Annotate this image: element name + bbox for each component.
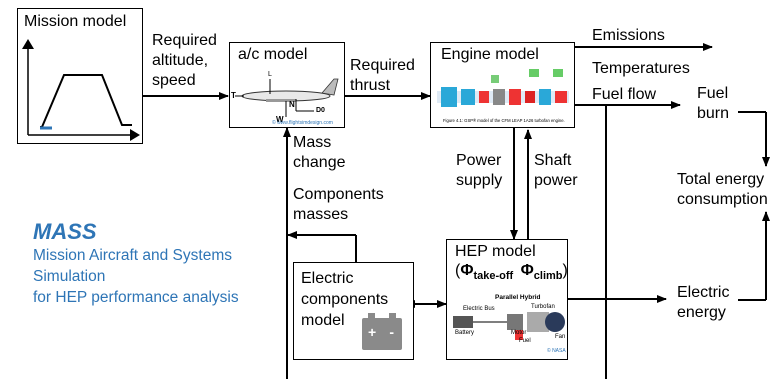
- fuel-burn-label-2: burn: [697, 105, 730, 122]
- drag-label: D0: [316, 107, 325, 114]
- components-masses-label-2: masses: [293, 206, 349, 223]
- components-masses-label-1: Components: [293, 186, 384, 203]
- emissions-label: Emissions: [592, 27, 665, 44]
- aircraft-credit: © www.flightsimdesign.com: [272, 120, 333, 126]
- aircraft-model-title: a/c model: [238, 46, 308, 63]
- hep-schematic: [453, 312, 565, 340]
- mission-model-box: Mission model: [17, 8, 143, 144]
- engine-schematic: [437, 69, 569, 107]
- thrust-label: T: [231, 91, 236, 100]
- aircraft-force-diagram: [235, 78, 339, 117]
- normal-label: N: [289, 100, 295, 109]
- electric-components-box: Electric components model + -: [293, 262, 414, 360]
- hep-label-battery: Battery: [455, 330, 475, 336]
- aircraft-model-box: a/c model L T W N D0 © www.flightsimdesi…: [229, 42, 345, 128]
- engine-model-box: Engine model Figure 4.1: GSP® model of t…: [430, 42, 575, 128]
- shaft-power-label-1: Shaft: [534, 152, 572, 169]
- shaft-power-label-2: power: [534, 172, 578, 189]
- mass-subtitle-line-2: Simulation: [33, 268, 106, 285]
- hep-label-motor: Motor: [511, 330, 527, 336]
- fuel-burn-label-1: Fuel: [697, 85, 729, 102]
- required-altitude-label-2: altitude,: [152, 52, 209, 69]
- mass-change-label-2: change: [293, 154, 346, 171]
- total-energy-label-1: Total energy: [677, 171, 765, 188]
- engine-caption: Figure 4.1: GSP® model of the CFM LEAP 1…: [443, 118, 565, 123]
- mass-change-label-1: Mass: [293, 134, 332, 151]
- battery-icon: + -: [362, 313, 402, 350]
- mass-title: MASS: [33, 219, 97, 244]
- hep-label-turbofan: Turbofan: [531, 304, 555, 310]
- power-supply-label-1: Power: [456, 152, 502, 169]
- hep-model-title: HEP model: [455, 243, 536, 260]
- hep-label-electric-bus: Electric Bus: [463, 306, 495, 312]
- electric-energy-label-1: Electric: [677, 284, 730, 301]
- electric-energy-label-2: energy: [677, 304, 726, 321]
- required-thrust-label-1: Required: [350, 57, 415, 74]
- mission-model-title: Mission model: [24, 13, 127, 30]
- hep-label-fan: Fan: [555, 334, 566, 340]
- fuel-flow-label: Fuel flow: [592, 86, 657, 103]
- mass-subtitle-line-3: for HEP performance analysis: [33, 289, 239, 306]
- required-altitude-label-1: Required: [152, 32, 217, 49]
- electric-title-line-3: model: [301, 312, 345, 329]
- mass-subtitle-line-1: Mission Aircraft and Systems: [33, 247, 232, 264]
- power-supply-label-2: supply: [456, 172, 503, 189]
- total-energy-label-2: consumption: [677, 191, 768, 208]
- temperatures-label: Temperatures: [592, 60, 690, 77]
- electric-title-line-2: components: [301, 291, 389, 308]
- hep-phi-expression: (Φtake-off Φclimb): [455, 262, 568, 283]
- lift-label: L: [268, 71, 272, 78]
- engine-model-title: Engine model: [441, 46, 539, 63]
- mission-profile-plot: [22, 39, 140, 141]
- required-altitude-label-3: speed: [152, 72, 196, 89]
- required-thrust-label-2: thrust: [350, 77, 391, 94]
- hep-figure-title: Parallel Hybrid: [495, 294, 541, 301]
- hep-credit: © NASA: [547, 348, 566, 354]
- electric-title-line-1: Electric: [301, 270, 354, 287]
- hep-model-box: HEP model (Φtake-off Φclimb) Parallel Hy…: [446, 239, 568, 360]
- hep-label-fuel: Fuel: [519, 338, 531, 344]
- weight-label: W: [276, 115, 284, 124]
